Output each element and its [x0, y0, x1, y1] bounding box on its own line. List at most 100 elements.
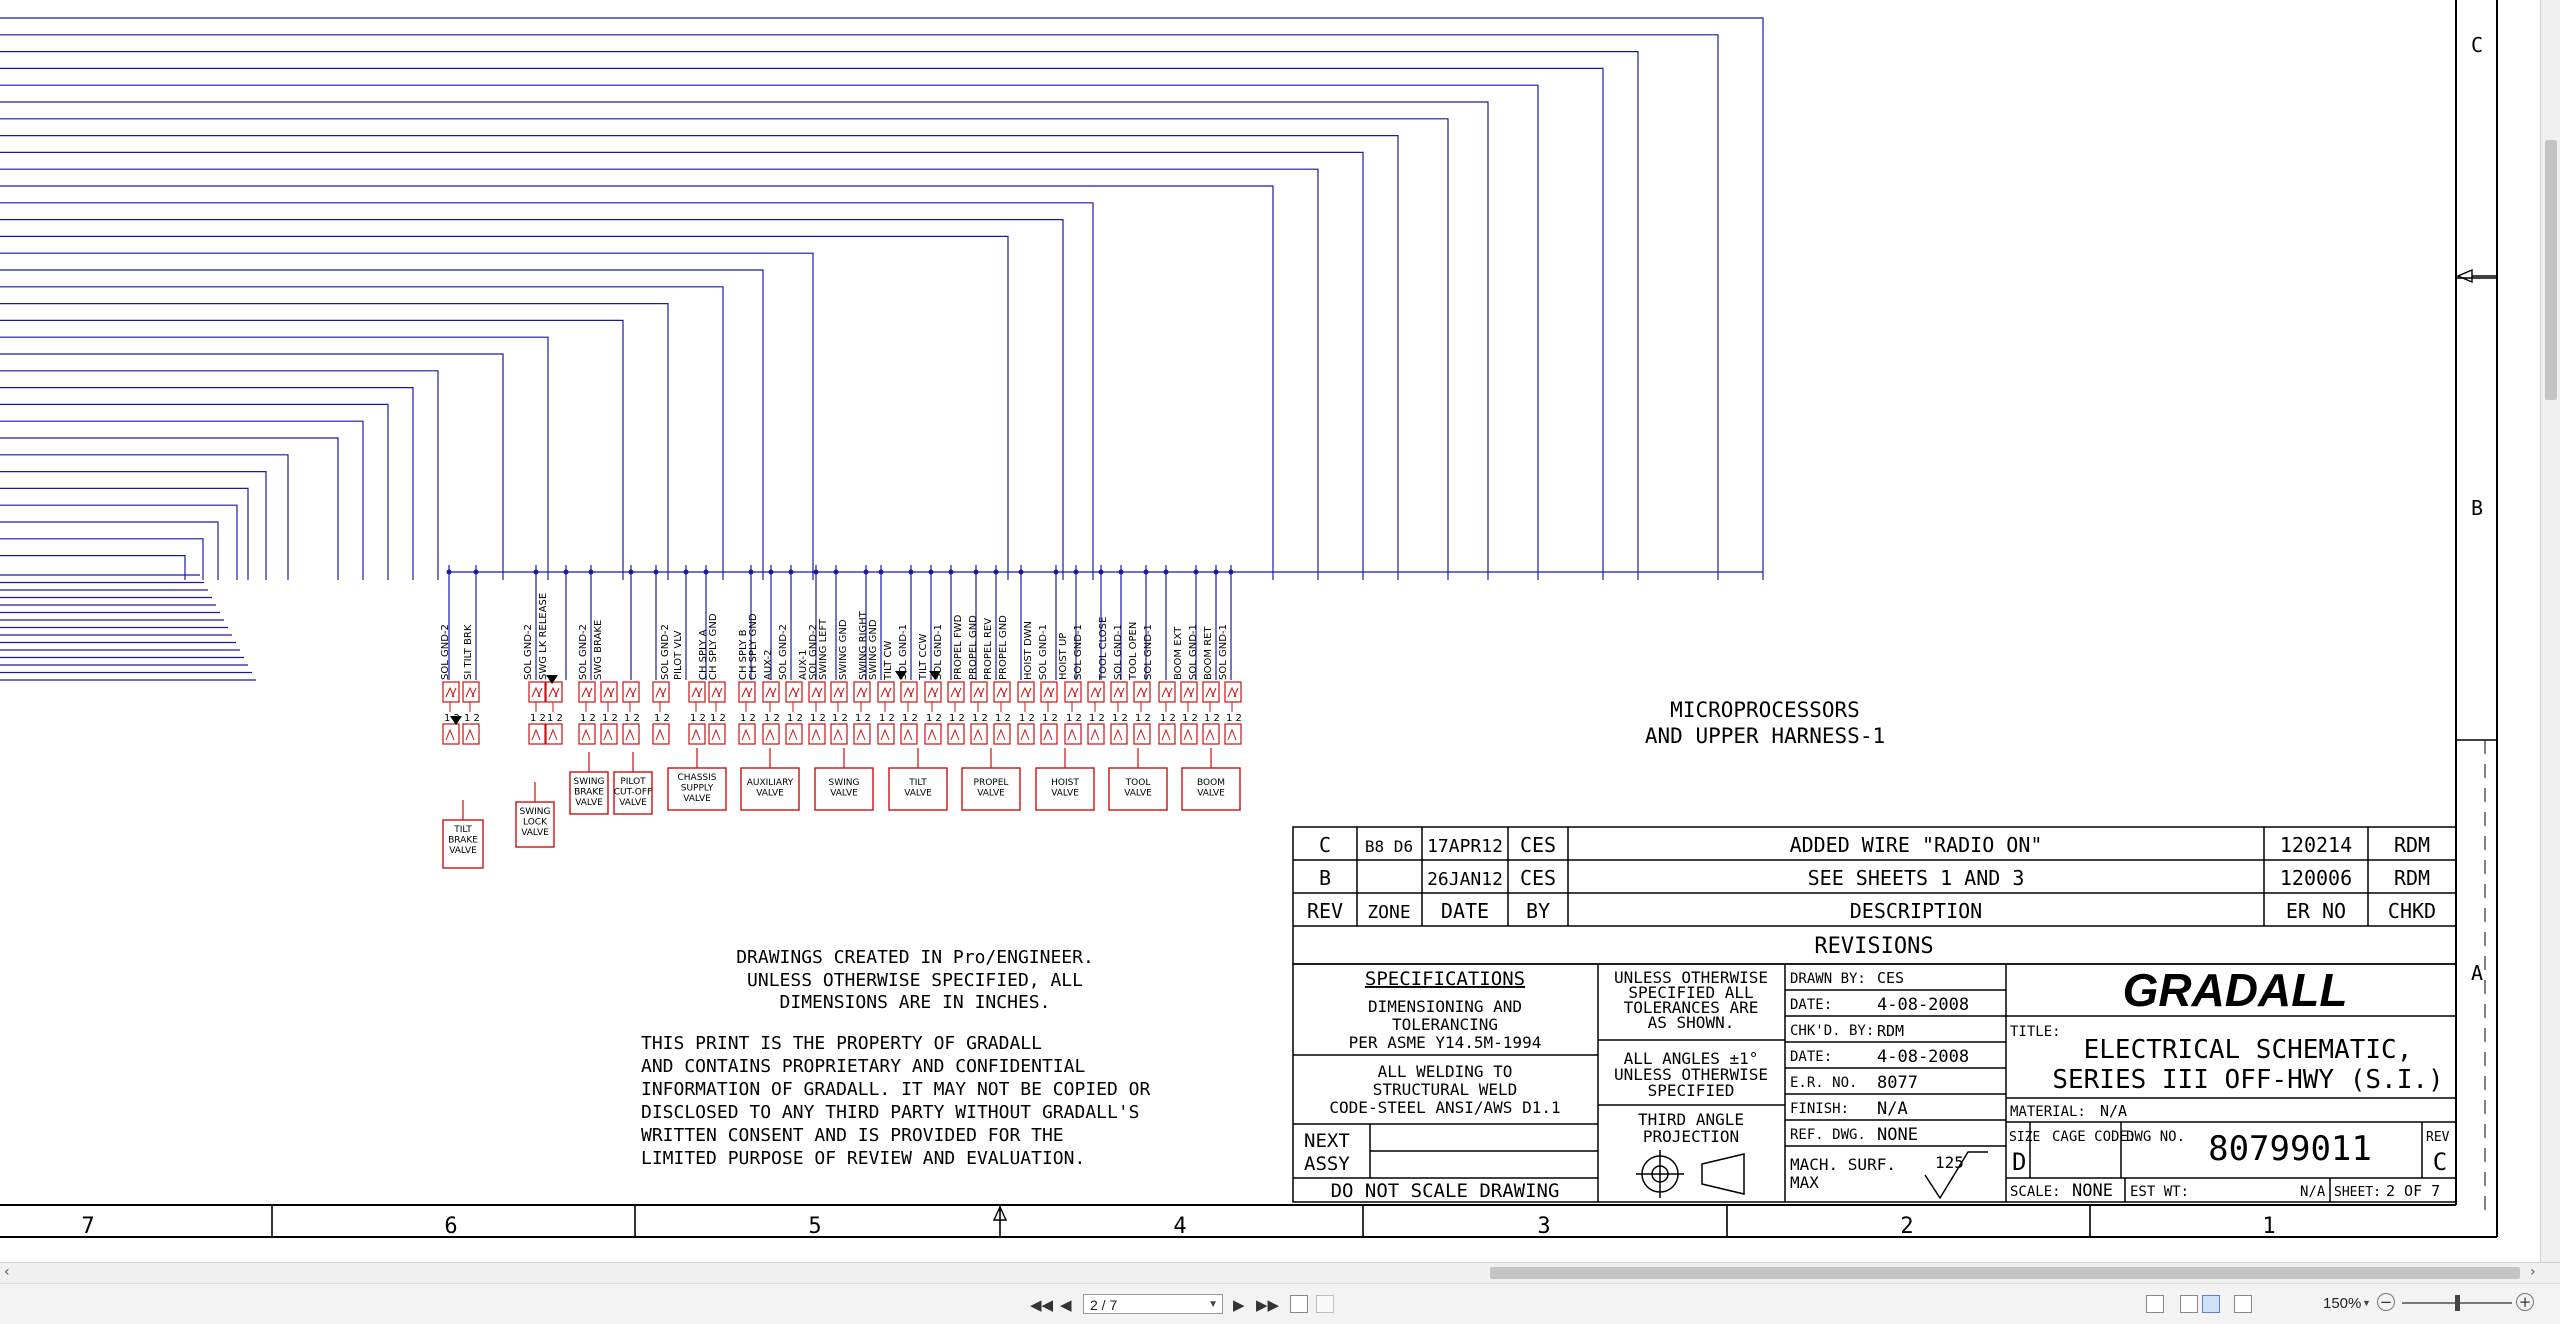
- vertical-scroll-thumb[interactable]: [2545, 140, 2557, 400]
- rev-header-zone: ZONE: [1367, 902, 1410, 923]
- connector-socket: [947, 723, 965, 745]
- connector-pins: [691, 686, 703, 698]
- wire-label: SWING GND: [838, 619, 849, 680]
- scroll-left-arrow-icon[interactable]: ‹: [4, 1264, 10, 1280]
- rev-b-by: CES: [1520, 866, 1556, 890]
- horizontal-scrollbar[interactable]: ‹ ›: [0, 1262, 2560, 1283]
- connector-plug: [853, 681, 871, 703]
- date-label-1: DATE:: [1790, 997, 1832, 1013]
- connector-socket: [1110, 723, 1128, 745]
- prev-page-icon[interactable]: ◀: [1060, 1296, 1072, 1314]
- wire-label: CH SPLY GND: [708, 613, 719, 680]
- wire-label: SOL GND-1: [1188, 624, 1199, 680]
- harness-wire: [0, 336, 549, 580]
- valve-label: BOOM: [1197, 778, 1225, 788]
- zone-bottom-6: 6: [444, 1214, 457, 1239]
- zoom-level[interactable]: 150%: [2323, 1295, 2362, 1312]
- revision-header-row: REV ZONE DATE BY DESCRIPTION ER NO CHKD …: [1307, 899, 2436, 959]
- zoom-dropdown-icon[interactable]: ▼: [2362, 1298, 2371, 1308]
- scroll-right-arrow-icon[interactable]: ›: [2530, 1264, 2536, 1280]
- valve-label: PILOT: [620, 777, 646, 787]
- next-page-icon[interactable]: ▶: [1233, 1296, 1245, 1314]
- zone-bottom-2: 2: [1900, 1214, 1913, 1239]
- valve-label: VALVE: [575, 798, 603, 808]
- wire-label: SOL GND-2: [660, 624, 671, 680]
- connector-pin-label: 1 2: [764, 713, 780, 724]
- wire-label: PILOT VLV: [673, 630, 684, 680]
- center-mark-bottom: [992, 1205, 1008, 1221]
- socket-pins: [1067, 728, 1077, 741]
- connector-socket: [1087, 723, 1105, 745]
- valve-label: HOIST: [1051, 778, 1079, 788]
- connector-pins: [548, 686, 560, 698]
- connector-plug: [462, 681, 480, 703]
- note-property-1: THIS PRINT IS THE PROPERTY OF GRADALL: [641, 1033, 1042, 1054]
- spec-weld-2: STRUCTURAL WELD: [1373, 1080, 1518, 1099]
- harness-wire: [0, 135, 1399, 580]
- vertical-scrollbar[interactable]: [2540, 0, 2560, 1262]
- first-page-icon[interactable]: ◀◀: [1030, 1296, 1054, 1314]
- continuous-view-icon[interactable]: [2180, 1295, 2198, 1313]
- connector-socket: [1180, 723, 1198, 745]
- connector-pins: [1136, 686, 1148, 698]
- connector-pin-label: 1 2: [1204, 713, 1220, 724]
- spec-weld-1: ALL WELDING TO: [1378, 1062, 1513, 1081]
- size-label: SIZE: [2009, 1130, 2040, 1145]
- connector-plug: [622, 681, 640, 703]
- drawn-by-label: DRAWN BY:: [1790, 971, 1866, 987]
- connector-socket: [688, 723, 706, 745]
- connector-pins: [655, 686, 667, 698]
- revision-row-c: C B8 D6 17APR12 CES ADDED WIRE "RADIO ON…: [1319, 833, 2430, 857]
- valve-label: VALVE: [904, 789, 932, 799]
- horizontal-scroll-thumb[interactable]: [1490, 1267, 2520, 1279]
- socket-pins: [927, 728, 937, 741]
- connector-pins: [1043, 686, 1055, 698]
- harness-wire: [0, 370, 439, 580]
- connector-socket: [462, 723, 480, 745]
- compare-icon[interactable]: [1316, 1295, 1334, 1313]
- page-number-input[interactable]: 2 / 7 ▼: [1083, 1294, 1223, 1314]
- rev-c-er-no: 120214: [2280, 833, 2352, 857]
- viewer-status-bar: ◀◀ ◀ 2 / 7 ▼ ▶ ▶▶ 150% ▼ − +: [0, 1283, 2560, 1324]
- two-page-continuous-view-icon[interactable]: [2234, 1295, 2252, 1313]
- connector-plug: [1087, 681, 1105, 703]
- connector-pin-label: 1 2: [464, 713, 480, 724]
- rev-header-er-no: ER NO: [2286, 899, 2346, 923]
- last-page-icon[interactable]: ▶▶: [1256, 1296, 1280, 1314]
- note-created-2: UNLESS OTHERWISE SPECIFIED, ALL: [747, 970, 1083, 991]
- est-wt-value: N/A: [2300, 1184, 2326, 1200]
- connector-pins: [445, 686, 457, 698]
- connector-pins: [581, 686, 593, 698]
- valve-label: SUPPLY: [681, 784, 714, 794]
- socket-pins: [1183, 728, 1193, 741]
- socket-pins: [603, 728, 613, 741]
- connector-pin-label: 1 2: [1019, 713, 1035, 724]
- date-value-1: 4-08-2008: [1877, 995, 1969, 1015]
- connector-socket: [1202, 723, 1220, 745]
- snapshot-icon[interactable]: [1290, 1295, 1308, 1313]
- two-page-view-icon[interactable]: [2202, 1295, 2220, 1313]
- zone-bottom-1: 1: [2262, 1214, 2275, 1239]
- zone-right-b: B: [2471, 496, 2483, 520]
- wire-label: SOL GND-2: [523, 624, 534, 680]
- material-value: N/A: [2100, 1102, 2127, 1120]
- connector-socket: [1064, 723, 1082, 745]
- valve-label: VALVE: [619, 798, 647, 808]
- connector-pins: [1227, 686, 1239, 698]
- wire-label: TILT CCW: [918, 633, 929, 681]
- tolerance-1: UNLESS OTHERWISE: [1614, 968, 1768, 987]
- zoom-slider-thumb[interactable]: [2455, 1295, 2460, 1311]
- zoom-in-icon[interactable]: +: [2516, 1293, 2534, 1311]
- single-page-view-icon[interactable]: [2146, 1295, 2164, 1313]
- mach-surf-label: MACH. SURF.: [1790, 1155, 1896, 1174]
- wire-label: SWING GND: [868, 619, 879, 680]
- page-dropdown-icon[interactable]: ▼: [1208, 1299, 1218, 1310]
- harness-wire: [0, 319, 624, 580]
- connector-pin-label: 1 2: [547, 713, 563, 724]
- connector-pin-label: 1 2: [995, 713, 1011, 724]
- zoom-out-icon[interactable]: −: [2377, 1293, 2395, 1311]
- rev-label: REV: [2426, 1130, 2450, 1145]
- socket-pins: [788, 728, 798, 741]
